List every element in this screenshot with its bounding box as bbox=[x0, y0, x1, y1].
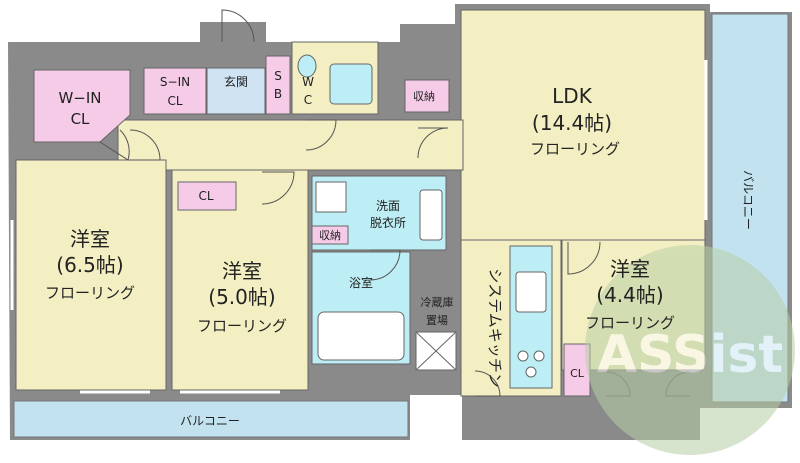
storage-ldk-label: 収納 bbox=[413, 90, 435, 103]
washing-machine bbox=[315, 181, 347, 213]
kitchen-sink bbox=[515, 271, 547, 313]
shoe-box bbox=[265, 55, 291, 115]
door-room3 bbox=[567, 241, 601, 275]
logo-text: ASSist bbox=[597, 325, 783, 385]
kitchen-counter bbox=[509, 245, 553, 389]
washroom-sink bbox=[419, 189, 443, 241]
assist-logo: ASSist bbox=[585, 245, 795, 455]
door-room2 bbox=[261, 171, 295, 205]
windows bbox=[10, 60, 708, 394]
kitchen-label: システムキッチン bbox=[486, 268, 504, 388]
closet-western-2 bbox=[177, 181, 237, 211]
stove-burner-1 bbox=[517, 350, 529, 362]
door-entry bbox=[221, 9, 255, 43]
bathroom-label: 浴室 bbox=[349, 275, 373, 290]
western1-floor: フローリング bbox=[45, 284, 135, 302]
western1-size: (6.5帖) bbox=[56, 253, 123, 277]
hallway bbox=[117, 119, 464, 171]
ldk-size: (14.4帖) bbox=[532, 111, 612, 135]
closet-w3-label: CL bbox=[570, 367, 585, 380]
balcony-bottom-label: バルコニー bbox=[180, 414, 240, 428]
walk-in-closet bbox=[33, 69, 131, 143]
western2-size: (5.0帖) bbox=[208, 285, 275, 309]
western1-name: 洋室 bbox=[70, 227, 110, 251]
door-ldk bbox=[417, 127, 449, 159]
door-wic bbox=[99, 129, 130, 161]
ldk-floor: フローリング bbox=[530, 140, 620, 158]
western3-name: 洋室 bbox=[610, 257, 650, 281]
wc-label-2: C bbox=[304, 93, 312, 107]
fridge-label-1: 冷蔵庫 bbox=[421, 295, 454, 309]
balcony-right-label: バルコニー bbox=[741, 170, 755, 230]
western3-size: (4.4帖) bbox=[596, 283, 663, 307]
ldk-name: LDK bbox=[552, 84, 593, 108]
toilet-fixture bbox=[329, 63, 373, 105]
closet-w2-label: CL bbox=[198, 189, 213, 203]
sb-label-2: B bbox=[274, 87, 282, 101]
wic-label-2: CL bbox=[71, 110, 90, 128]
shoe-in-closet bbox=[143, 67, 207, 115]
washroom-label-2: 脱衣所 bbox=[370, 215, 406, 230]
sic-label-1: S−IN bbox=[160, 75, 190, 89]
western3-floor: フローリング bbox=[585, 314, 675, 332]
door-wash bbox=[369, 249, 401, 281]
wic-label-1: W−IN bbox=[58, 89, 101, 107]
entrance bbox=[206, 67, 266, 115]
storage-bath-label: 収納 bbox=[319, 229, 341, 242]
western2-floor: フローリング bbox=[197, 317, 287, 335]
logo-circle bbox=[585, 245, 795, 455]
balcony-bottom bbox=[13, 400, 409, 438]
door-toilet bbox=[305, 119, 337, 151]
sic-label-2: CL bbox=[167, 94, 182, 108]
storage-bath bbox=[311, 225, 349, 245]
wc-label-1: W bbox=[302, 75, 314, 89]
door-room1 bbox=[129, 129, 161, 161]
entrance-label: 玄関 bbox=[224, 74, 248, 89]
door-kitchen bbox=[474, 370, 501, 397]
fridge-label-2: 置場 bbox=[426, 314, 448, 327]
toilet-bowl bbox=[297, 54, 317, 78]
stove-burner-2 bbox=[533, 350, 545, 362]
stove-burner-3 bbox=[525, 366, 537, 378]
western2-name: 洋室 bbox=[222, 259, 262, 283]
labels: LDK (14.4帖) フローリング 洋室 (6.5帖) フローリング 洋室 (… bbox=[45, 69, 755, 428]
bathtub bbox=[317, 311, 405, 361]
sb-label-1: S bbox=[274, 69, 282, 83]
washroom-label-1: 洗面 bbox=[376, 199, 400, 213]
storage-ldk bbox=[404, 79, 450, 113]
fridge-cross-2 bbox=[415, 331, 457, 371]
room-western-1 bbox=[15, 159, 167, 391]
